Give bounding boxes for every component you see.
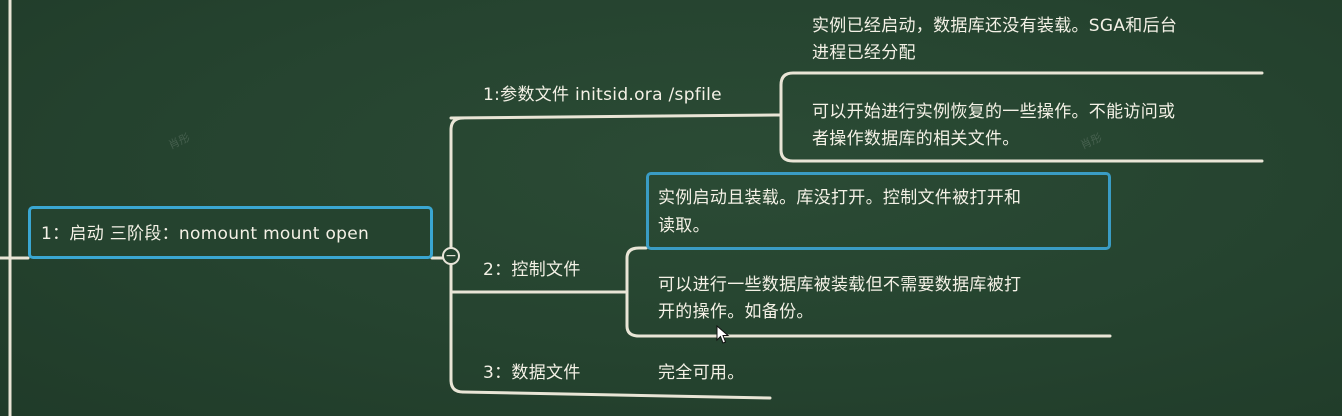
note-line: 可以开始进行实例恢复的一些操作。不能访问或 — [812, 102, 1176, 122]
branch-parameter-file[interactable]: 1:参数文件 initsid.ora /spfile — [483, 85, 722, 105]
branch-control-file[interactable]: 2：控制文件 — [483, 260, 581, 280]
note-line: 者操作数据库的相关文件。 — [812, 129, 1020, 149]
branch3-underline — [461, 390, 772, 400]
note-mount-state-selected[interactable] — [646, 172, 1111, 250]
note-line: 实例已经启动，数据库还没有装载。SGA和后台 — [812, 16, 1178, 36]
branch1-subtrunk — [779, 71, 1264, 163]
branch1-underline — [449, 113, 777, 120]
branch-data-file[interactable]: 3：数据文件 — [483, 363, 581, 383]
note-line: 开的操作。如备份。 — [658, 302, 814, 322]
note-open-state[interactable]: 完全可用。 — [658, 363, 745, 383]
mouse-pointer-icon — [716, 325, 730, 344]
note-line: 可以进行一些数据库被装载但不需要数据库被打 — [658, 275, 1022, 295]
note-line: 实例启动且装载。库没打开。控制文件被打开和 — [658, 188, 1022, 208]
root-node-label: 1：启动 三阶段：nomount mount open — [41, 224, 370, 244]
note-line: 进程已经分配 — [812, 43, 916, 63]
root-node-startup[interactable]: 1：启动 三阶段：nomount mount open — [28, 206, 433, 259]
branch2-subtrunk — [625, 246, 1112, 338]
note-line: 读取。 — [658, 216, 710, 236]
minus-circle-icon[interactable]: − — [442, 247, 460, 265]
